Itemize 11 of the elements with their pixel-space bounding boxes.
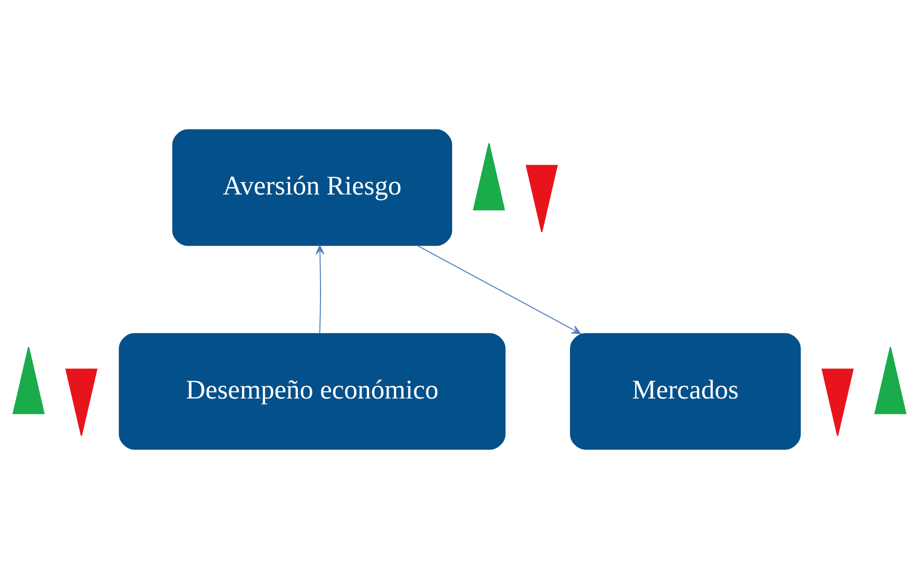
node-uparrow [12,346,45,414]
node-box: Mercados [570,333,801,450]
node-uparrow [874,346,906,414]
node-downarrow [821,368,854,436]
node-box: Aversión Riesgo [172,129,452,246]
node-downarrow [65,368,98,436]
node-downarrow [526,164,558,232]
arrow [416,244,582,334]
node-uparrow [472,142,506,210]
arrow [316,244,324,334]
node-box: Desempeño económico [118,333,506,450]
